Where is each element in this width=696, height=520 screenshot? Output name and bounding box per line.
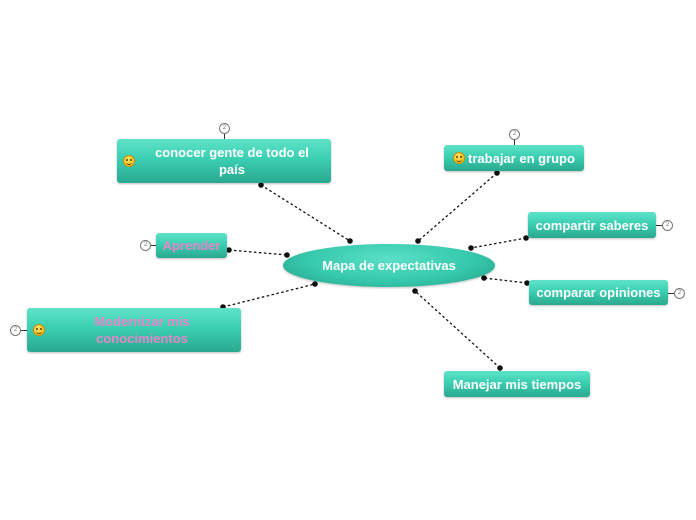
topic-aprender[interactable]: Aprender bbox=[156, 233, 227, 258]
smiling-face-icon bbox=[453, 152, 466, 164]
central-topic[interactable]: Mapa de expectativas bbox=[283, 244, 495, 287]
collapse-badge-trabajar[interactable]: 2 bbox=[509, 129, 520, 140]
collapse-stem bbox=[151, 245, 156, 246]
collapse-badge-compartir[interactable]: 2 bbox=[662, 220, 673, 231]
connector-aprender bbox=[228, 249, 288, 256]
topic-modernizar-conocimientos-label: Modernizar mis conocimientos bbox=[94, 314, 190, 346]
topic-manejar-tiempos[interactable]: Manejar mis tiempos bbox=[444, 371, 590, 397]
central-topic-label: Mapa de expectativas bbox=[322, 258, 456, 273]
collapse-stem bbox=[224, 133, 225, 139]
topic-conocer-gente-label: conocer gente de todo el país bbox=[155, 145, 309, 177]
grinning-face-icon bbox=[123, 155, 135, 167]
topic-modernizar-conocimientos[interactable]: Modernizar mis conocimientos bbox=[27, 308, 241, 352]
topic-compartir-saberes[interactable]: compartir saberes bbox=[528, 212, 656, 238]
collapse-badge-conocer[interactable]: 2 bbox=[219, 123, 230, 134]
collapse-badge-modernizar[interactable]: 2 bbox=[10, 325, 21, 336]
connector-comparar bbox=[483, 277, 528, 284]
topic-compartir-saberes-label: compartir saberes bbox=[535, 217, 649, 233]
connector-conocer bbox=[260, 184, 351, 242]
collapse-badge-comparar[interactable]: 2 bbox=[674, 288, 685, 299]
topic-trabajar-grupo[interactable]: trabajar en grupo bbox=[444, 145, 584, 171]
grinning-face-icon bbox=[33, 324, 45, 336]
connector-modernizar bbox=[222, 283, 316, 308]
connector-manejar bbox=[414, 290, 501, 369]
topic-comparar-opiniones-label: comparar opiniones bbox=[536, 285, 661, 300]
collapse-stem bbox=[514, 139, 515, 145]
collapse-stem bbox=[656, 225, 662, 226]
connector-compartir bbox=[470, 237, 527, 249]
topic-conocer-gente[interactable]: conocer gente de todo el país bbox=[117, 139, 331, 183]
topic-aprender-label: Aprender bbox=[162, 238, 221, 253]
connector-trabajar bbox=[417, 172, 498, 242]
topic-trabajar-grupo-label: trabajar en grupo bbox=[468, 150, 575, 166]
collapse-badge-aprender[interactable]: 2 bbox=[140, 240, 151, 251]
collapse-stem bbox=[668, 293, 674, 294]
topic-manejar-tiempos-label: Manejar mis tiempos bbox=[452, 376, 582, 392]
topic-comparar-opiniones[interactable]: comparar opiniones bbox=[529, 280, 668, 305]
collapse-stem bbox=[21, 330, 27, 331]
